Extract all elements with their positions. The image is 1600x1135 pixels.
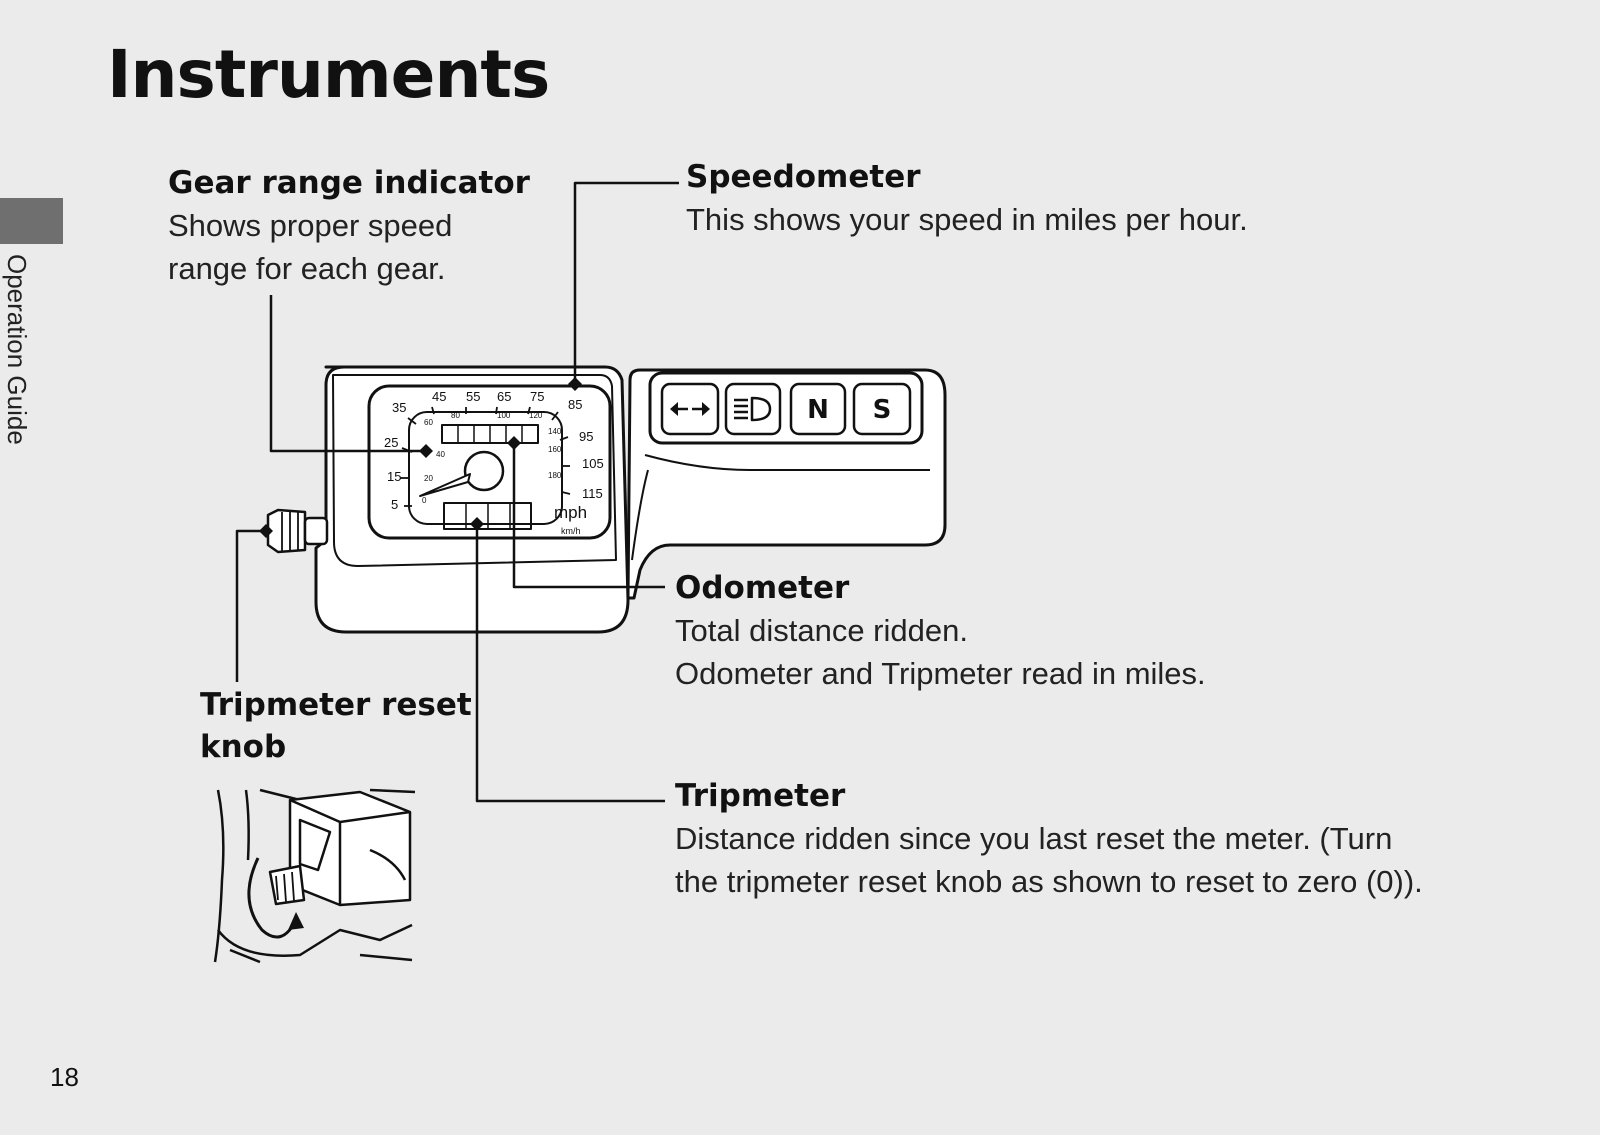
speedometer-callout: Speedometer This shows your speed in mil… bbox=[686, 156, 1248, 241]
tripmeter-desc-line1: Distance ridden since you last reset the… bbox=[675, 821, 1393, 856]
kmh-tick-label: 80 bbox=[451, 411, 460, 420]
reset-knob-illustration bbox=[213, 788, 416, 964]
reset-knob-heading-line1: Tripmeter reset bbox=[200, 687, 472, 723]
s-indicator bbox=[852, 382, 912, 436]
section-tab-marker bbox=[0, 198, 63, 244]
gear-range-heading: Gear range indicator bbox=[168, 165, 530, 201]
tripmeter-desc-line2: the tripmeter reset knob as shown to res… bbox=[675, 864, 1423, 899]
mph-tick-label: 15 bbox=[387, 469, 401, 484]
tripmeter-leader bbox=[475, 524, 665, 803]
page-number: 18 bbox=[50, 1062, 79, 1092]
kmh-tick-label: 0 bbox=[422, 496, 427, 505]
reset-knob-leader bbox=[235, 529, 266, 682]
mph-tick-label: 85 bbox=[568, 397, 582, 412]
gear-range-leader bbox=[269, 295, 426, 453]
leader-dots bbox=[259, 377, 582, 538]
mph-tick-mark bbox=[561, 491, 571, 495]
reset-knob-callout: Tripmeter reset knob bbox=[200, 684, 472, 768]
kmh-tick-label: 100 bbox=[497, 411, 511, 420]
mph-tick-label: 75 bbox=[530, 389, 544, 404]
tripmeter-heading: Tripmeter bbox=[675, 778, 846, 814]
kmh-tick-label: 20 bbox=[424, 474, 433, 483]
page-title: Instruments bbox=[107, 36, 550, 113]
kmh-tick-label: 40 bbox=[436, 450, 445, 459]
reset-knob bbox=[266, 508, 329, 554]
mph-tick-mark bbox=[495, 406, 498, 415]
gear-range-desc-line1: Shows proper speed bbox=[168, 208, 453, 243]
mph-tick-mark bbox=[551, 411, 559, 421]
mph-tick-label: 95 bbox=[579, 429, 593, 444]
s-indicator-label: S bbox=[873, 395, 892, 425]
mph-tick-label: 65 bbox=[497, 389, 511, 404]
kmh-tick-label: 120 bbox=[529, 411, 543, 420]
mph-tick-label: 115 bbox=[582, 486, 603, 501]
kmh-tick-label: 140 bbox=[548, 427, 562, 436]
mph-tick-mark bbox=[431, 406, 435, 415]
odometer-desc-line1: Total distance ridden. bbox=[675, 613, 968, 648]
kmh-tick-label: 60 bbox=[424, 418, 433, 427]
gauge-needle bbox=[419, 473, 471, 497]
mph-tick-label: 5 bbox=[391, 497, 398, 512]
reset-knob-heading-line2: knob bbox=[200, 729, 287, 765]
neutral-indicator-label: N bbox=[807, 395, 829, 425]
kmh-tick-label: 160 bbox=[548, 445, 562, 454]
odometer-callout: Odometer Total distance ridden. Odometer… bbox=[675, 567, 1206, 695]
odometer-leader bbox=[512, 443, 665, 589]
speedometer-gauge: 5 15 25 35 45 55 65 75 85 95 105 115 0 20 40 60 80 100 120… bbox=[367, 384, 612, 540]
mph-tick-mark bbox=[407, 417, 417, 425]
odometer-desc-line2: Odometer and Tripmeter read in miles. bbox=[675, 656, 1206, 691]
kmh-unit-label: km/h bbox=[561, 526, 581, 536]
tripmeter-callout: Tripmeter Distance ridden since you last… bbox=[675, 775, 1423, 903]
mph-tick-label: 105 bbox=[582, 456, 604, 471]
odometer-heading: Odometer bbox=[675, 570, 850, 606]
neutral-indicator bbox=[789, 382, 847, 436]
speedometer-heading: Speedometer bbox=[686, 159, 921, 195]
needle-hub bbox=[463, 450, 505, 492]
kmh-tick-label: 180 bbox=[548, 471, 562, 480]
gear-range-callout: Gear range indicator Shows proper speed … bbox=[168, 162, 530, 290]
turn-signal-indicator bbox=[660, 382, 720, 436]
mph-tick-mark bbox=[559, 436, 569, 441]
mph-tick-label: 55 bbox=[466, 389, 480, 404]
mph-tick-label: 35 bbox=[392, 400, 406, 415]
speedometer-leader bbox=[573, 181, 679, 384]
leader-lines bbox=[235, 181, 679, 803]
mph-tick-label: 25 bbox=[384, 435, 398, 450]
mph-tick-mark bbox=[527, 406, 531, 415]
gear-range-desc-line2: range for each gear. bbox=[168, 251, 446, 286]
high-beam-icon bbox=[750, 396, 772, 422]
indicator-lamps: N S bbox=[660, 382, 912, 436]
mph-unit-label: mph bbox=[554, 503, 587, 522]
mph-tick-label: 45 bbox=[432, 389, 446, 404]
speedometer-desc: This shows your speed in miles per hour. bbox=[686, 202, 1248, 237]
